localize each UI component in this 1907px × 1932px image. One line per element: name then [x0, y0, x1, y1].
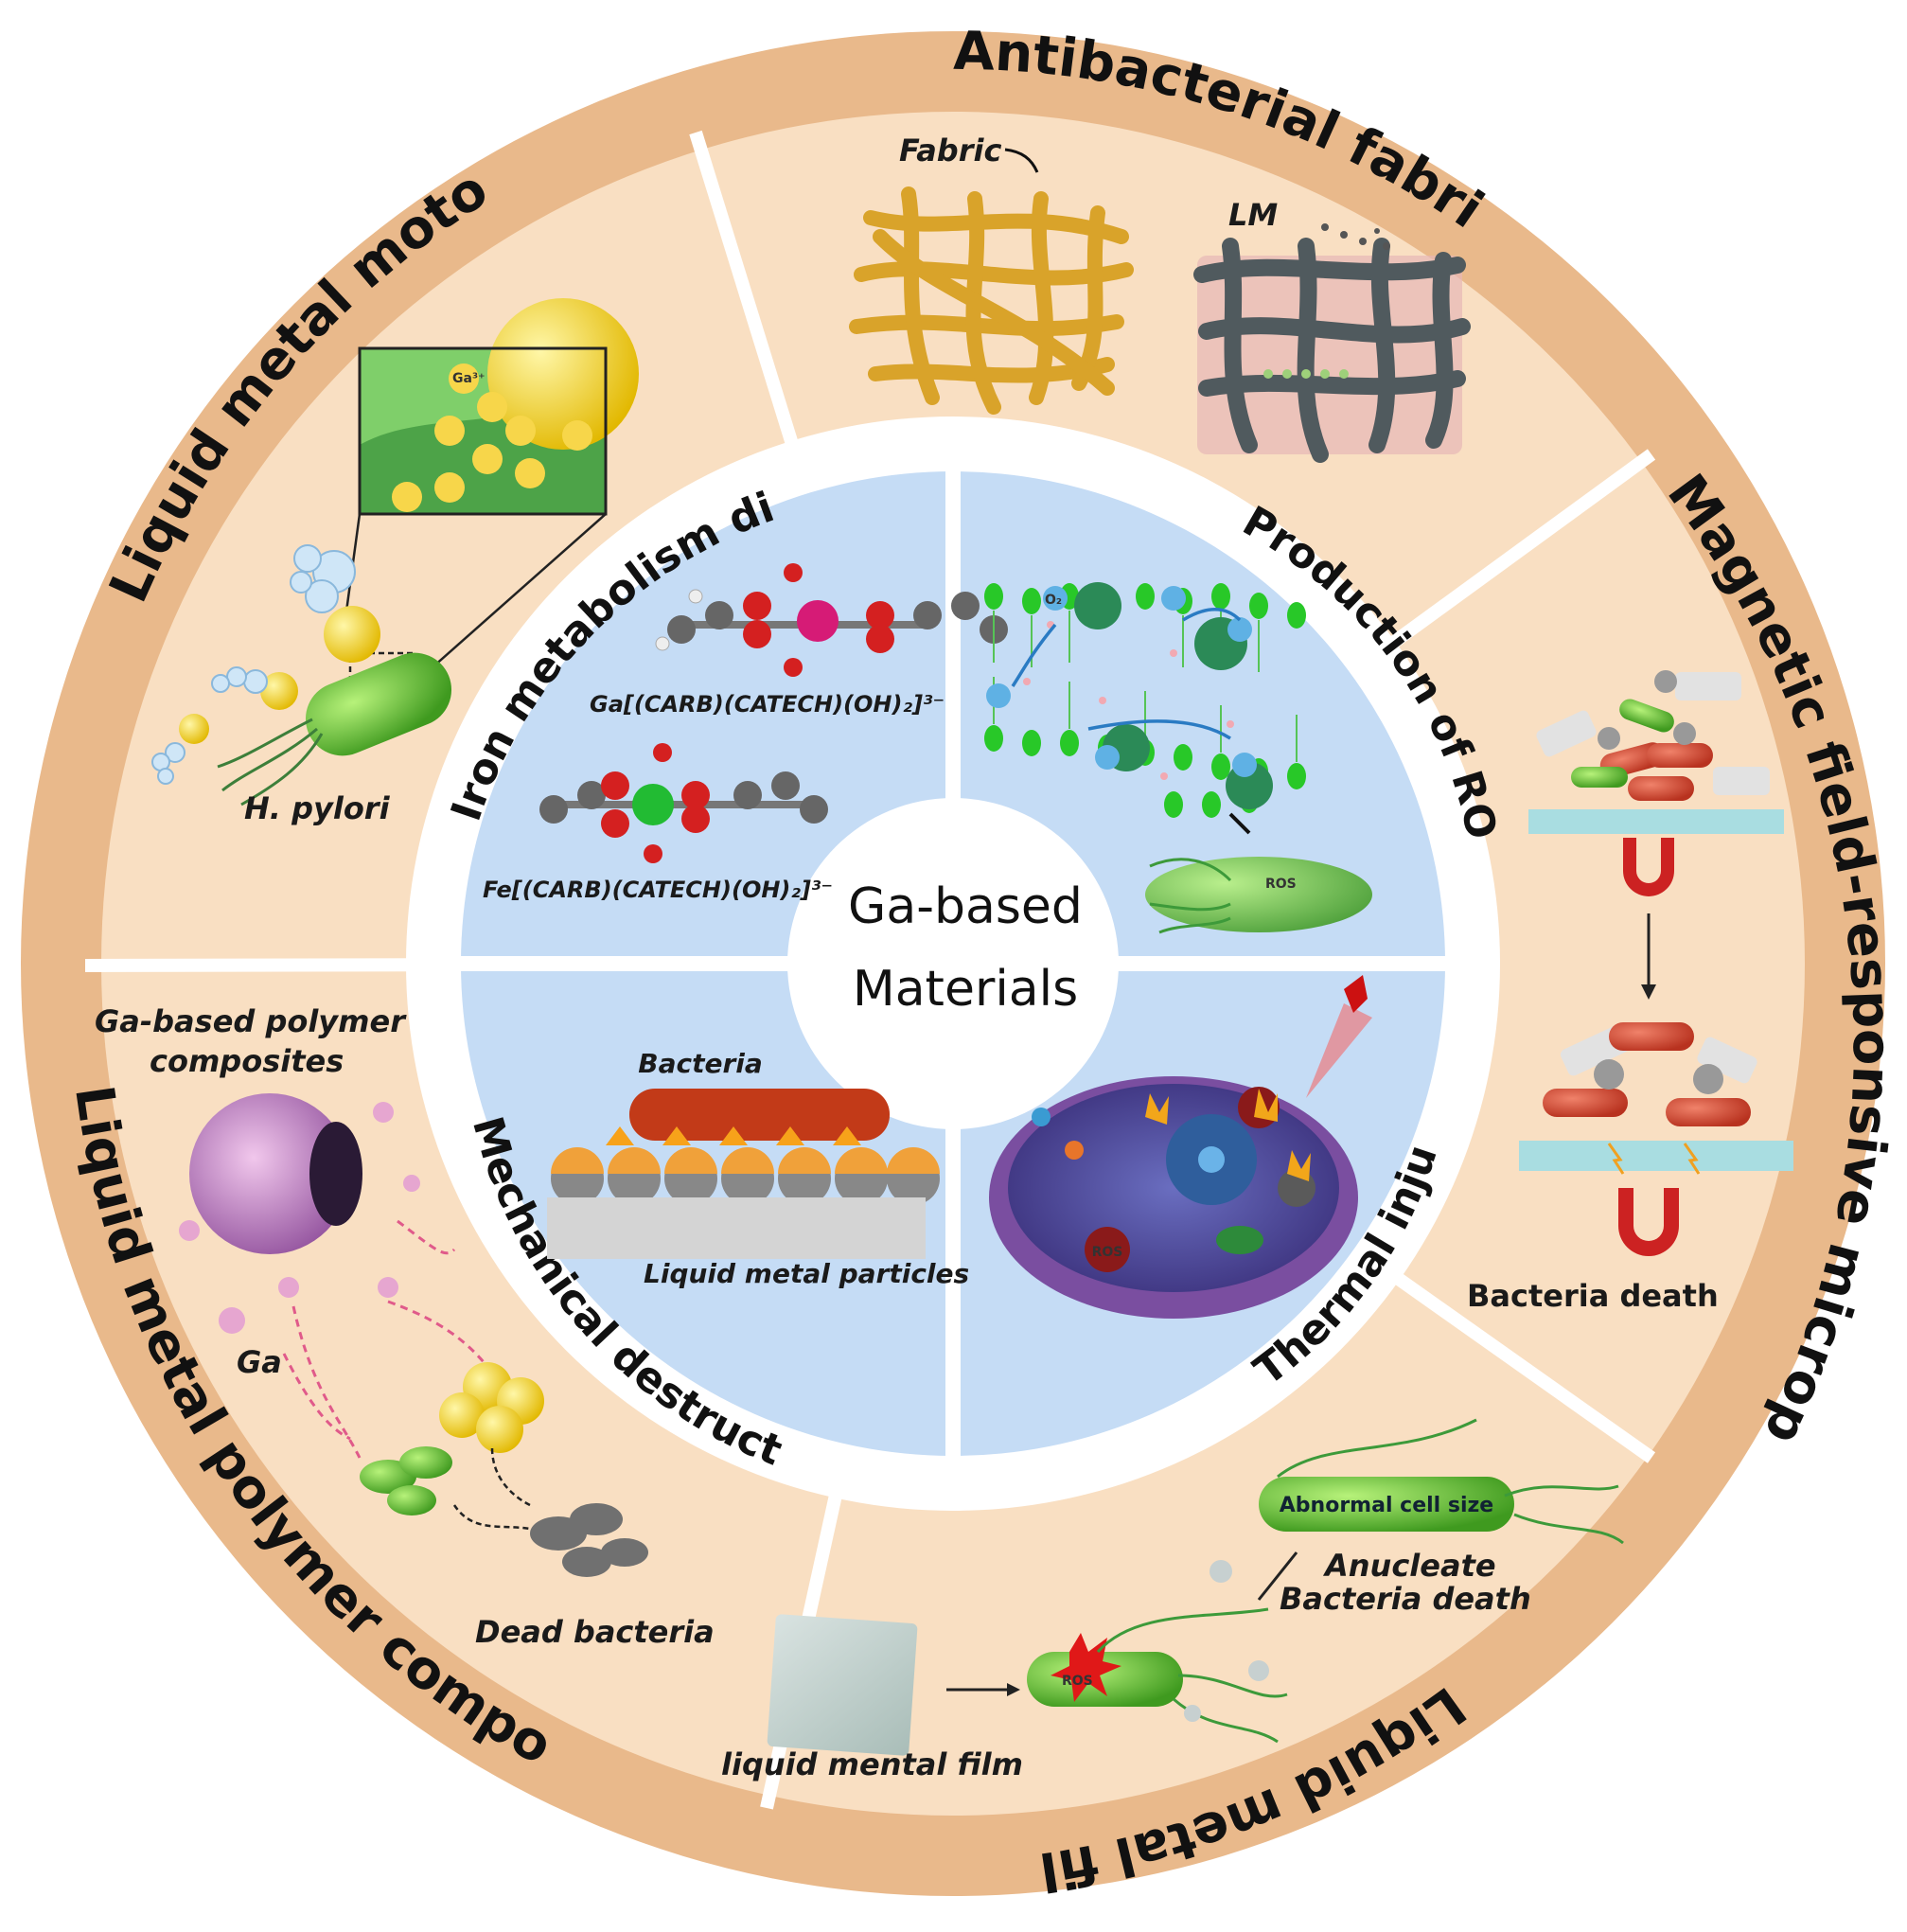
- mech-bacterium: [629, 1089, 890, 1141]
- ga-particles: [179, 1102, 420, 1334]
- formula-fe-complex: Fe[(CARB)(CATECH)(OH)₂]³⁻: [483, 877, 833, 903]
- label-bacteria-mech: Bacteria: [638, 1048, 763, 1079]
- motor-particles: [151, 544, 380, 785]
- film-bacterium: [1027, 1560, 1288, 1744]
- label-lm-particles: Liquid metal particles: [644, 1258, 969, 1289]
- fe-complex-molecule: [539, 743, 828, 863]
- label-abnormal-cell-size: Abnormal cell size: [1280, 1494, 1493, 1517]
- ga-ion-label: Ga³⁺: [452, 371, 485, 386]
- thermal-ros-label: ROS: [1092, 1245, 1123, 1260]
- label-composites-1: Ga-based polymer: [95, 1003, 407, 1039]
- ga-complex-molecule: [655, 563, 1008, 677]
- panel-iron: [461, 471, 953, 964]
- ros-membrane: [984, 582, 1306, 818]
- center-title-line2: Materials: [853, 961, 1078, 1018]
- ga-ion-badges: [392, 363, 592, 512]
- composite-sphere: [189, 1093, 362, 1254]
- label-hpylori: H. pylori: [244, 790, 391, 826]
- mech-spikes: [606, 1126, 861, 1145]
- label-lm: LM: [1228, 197, 1278, 233]
- fabric-arrow: [1004, 148, 1039, 173]
- film-arrow-up: [1257, 1551, 1298, 1601]
- laser-device: [1344, 975, 1368, 1013]
- magnetic-top-scene: [1528, 670, 1784, 896]
- ros-label-bacterium: ROS: [1265, 877, 1297, 892]
- magnetic-bottom-scene: [1519, 1022, 1793, 1256]
- film-arrowhead: [1007, 1683, 1020, 1696]
- dead-arrow: [452, 1504, 531, 1531]
- film-illustration: [767, 1614, 918, 1756]
- abnormal-cell: [1259, 1418, 1624, 1545]
- film-ros-label: ROS: [1062, 1674, 1093, 1689]
- label-bacteria-death-film: Bacteria death: [1280, 1581, 1531, 1617]
- label-liquid-film: liquid mental film: [721, 1746, 1023, 1782]
- motor-inset: [358, 298, 639, 516]
- label-fabric: Fabric: [899, 133, 1001, 168]
- hpylori-bacterium: [217, 652, 452, 806]
- fabric-illustration: [849, 186, 1134, 415]
- o2-label: O₂: [1045, 593, 1062, 608]
- laser-beam: [1306, 1003, 1372, 1098]
- lm-fabric-illustration: [1193, 238, 1471, 463]
- ros-flow-arrows: [1011, 608, 1242, 740]
- composite-arrows: [282, 1219, 513, 1459]
- thermal-cell: [989, 1076, 1358, 1319]
- magnetic-arrowhead: [1641, 984, 1656, 1000]
- label-dead-bacteria: Dead bacteria: [475, 1614, 715, 1650]
- center-circle: [787, 798, 1119, 1129]
- green-bacteria-cluster: [360, 1446, 452, 1515]
- ros-arrow-black: [1228, 812, 1251, 835]
- center-title-line1: Ga-based: [848, 878, 1083, 935]
- mech-particles: [551, 1147, 940, 1205]
- o2-badges: [986, 586, 1257, 777]
- label-composites-2: composites: [150, 1043, 344, 1079]
- ros-bacterium: [1145, 857, 1372, 934]
- mech-substrate: [547, 1197, 926, 1259]
- label-bacteria-death-magnetic: Bacteria death: [1467, 1278, 1719, 1314]
- label-ga: Ga: [237, 1344, 282, 1380]
- formula-ga-complex: Ga[(CARB)(CATECH)(OH)₂]³⁻: [590, 691, 945, 718]
- dead-bacteria-cluster: [530, 1503, 648, 1577]
- label-anucleate: Anucleate: [1322, 1548, 1496, 1584]
- yellow-particle-cluster: [439, 1362, 544, 1453]
- dead-arrow-2: [490, 1447, 531, 1507]
- lm-dots: [1321, 223, 1390, 250]
